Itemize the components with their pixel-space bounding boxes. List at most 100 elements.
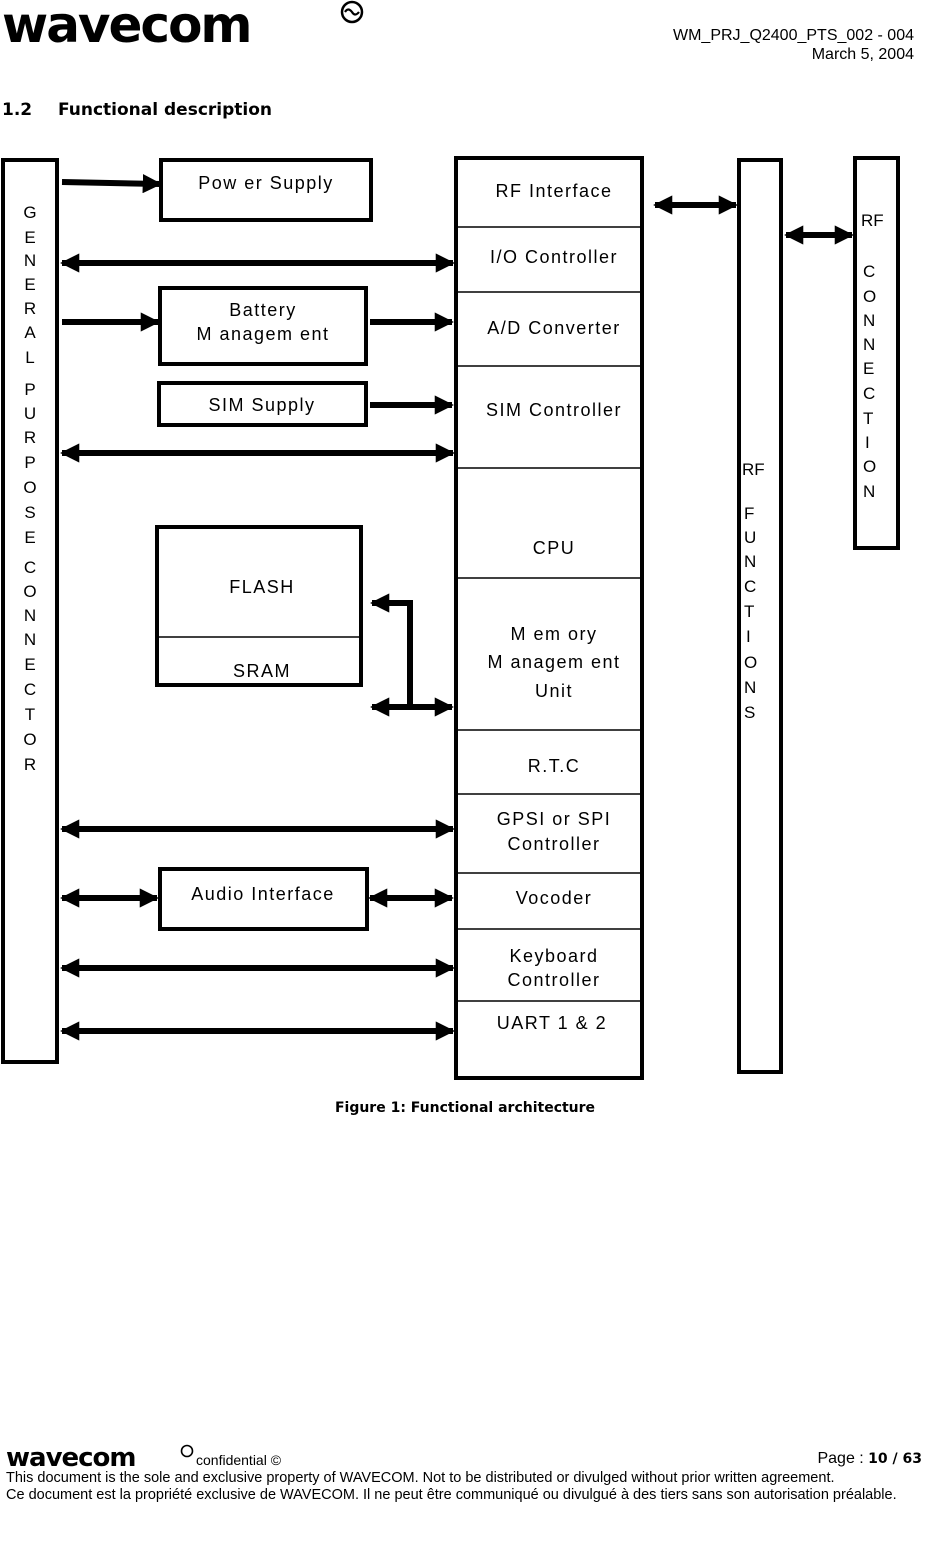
mmu-label: M anagem ent — [487, 652, 620, 672]
gpc-letter: C — [24, 558, 36, 577]
functional-architecture-diagram: G E N E R A L P U R P O S E C O N N E C … — [1, 156, 900, 1080]
audio-interface-box — [158, 867, 369, 931]
gpc-letter: R — [24, 428, 36, 447]
disclaimer-english: This document is the sole and exclusive … — [6, 1470, 835, 1486]
baseband-processor-column — [454, 156, 644, 1080]
wavecom-logo: wavecom — [2, 0, 372, 54]
gpc-letter: O — [23, 478, 36, 497]
rff-letter: I — [746, 627, 751, 646]
mmu-label: M em ory — [510, 624, 597, 644]
io-controller-label: I/O Controller — [490, 247, 618, 267]
rfc-letter: O — [863, 287, 876, 306]
rff-letter: C — [744, 577, 756, 596]
rff-letter: N — [744, 678, 756, 697]
logo-wordmark: wavecom — [2, 0, 251, 48]
gpc-letter: E — [24, 275, 35, 294]
section-title: Functional description — [58, 100, 273, 120]
rfc-letter: T — [863, 409, 873, 428]
audio-interface-label: Audio Interface — [191, 884, 335, 904]
rtc-label: R.T.C — [528, 756, 581, 776]
rf-connection-box — [853, 156, 900, 550]
gpc-letter: O — [23, 582, 36, 601]
sim-supply-box — [157, 381, 368, 427]
rff-letter: F — [744, 504, 754, 523]
rf-connection-label: RF C O N N E C T I O N — [861, 211, 884, 501]
rfc-letter: C — [863, 262, 875, 281]
uart-label: UART 1 & 2 — [497, 1013, 607, 1033]
gpc-letter: L — [25, 348, 34, 367]
gpc-letter: R — [24, 299, 36, 318]
ad-converter-label: A/D Converter — [487, 318, 621, 338]
general-purpose-connector-box — [1, 158, 59, 1064]
section-heading: 1.2 Functional description — [2, 100, 272, 120]
arrow-connector — [61, 174, 162, 194]
sim-supply-label: SIM Supply — [208, 395, 315, 415]
rfc-letter: N — [863, 311, 875, 330]
rff-head: RF — [742, 460, 765, 479]
gpc-letter: A — [24, 323, 36, 342]
rfc-letter: C — [863, 384, 875, 403]
gpsi-spi-label: Controller — [507, 834, 600, 854]
footer-logo: wavecom — [6, 1444, 194, 1468]
battery-management-label: Battery — [229, 300, 297, 320]
logo-swirl-icon — [340, 0, 364, 24]
page-number: 10 / 63 — [868, 1451, 922, 1467]
rfc-letter: I — [865, 433, 870, 452]
gpc-letter: U — [24, 404, 36, 423]
gpsi-spi-label: GPSI or SPI — [497, 809, 612, 829]
sim-controller-label: SIM Controller — [486, 400, 622, 420]
rff-letter: O — [744, 653, 757, 672]
gpc-letter: E — [24, 655, 35, 674]
gpc-letter: N — [24, 606, 36, 625]
gpc-letter: E — [24, 228, 35, 247]
keyboard-controller-label: Keyboard — [509, 946, 598, 966]
gpc-letter: C — [24, 680, 36, 699]
rff-letter: N — [744, 552, 756, 571]
power-supply-box — [159, 158, 373, 222]
gpc-letter: T — [25, 705, 35, 724]
power-supply-label: Pow er Supply — [198, 173, 334, 193]
rfc-letter: E — [863, 359, 874, 378]
battery-management-label: M anagem ent — [196, 324, 329, 344]
gpc-letter: N — [24, 630, 36, 649]
vocoder-label: Vocoder — [516, 888, 593, 908]
rfc-letter: N — [863, 482, 875, 501]
doc-date: March 5, 2004 — [811, 46, 914, 63]
rff-letter: T — [744, 602, 754, 621]
rf-functions-label: RF F U N C T I O N S — [742, 460, 765, 722]
page-footer: wavecom confidential © Page : 10 / 63 Th… — [6, 1444, 924, 1504]
rfc-letter: O — [863, 457, 876, 476]
page-label: Page : — [817, 1450, 869, 1467]
arrow-connector — [370, 593, 413, 717]
mmu-label: Unit — [535, 681, 573, 701]
gpc-letter: R — [24, 755, 36, 774]
document-reference: WM_PRJ_Q2400_PTS_002 - 004 March 5, 2004 — [673, 26, 914, 64]
gpc-letter: P — [24, 453, 35, 472]
figure-caption: Figure 1: Functional architecture — [334, 1100, 596, 1116]
rfc-head: RF — [861, 211, 884, 230]
footer-logo-swirl-icon — [180, 1444, 194, 1458]
sram-label: SRAM — [233, 661, 291, 681]
flash-sram-box — [155, 525, 363, 687]
flash-label: FLASH — [229, 577, 295, 597]
rf-functions-box — [737, 158, 783, 1074]
confidential-label: confidential © — [196, 1452, 282, 1468]
gpc-letter: O — [23, 730, 36, 749]
gpc-letter: S — [24, 503, 35, 522]
keyboard-controller-label: Controller — [507, 970, 600, 990]
gpc-letter: E — [24, 528, 35, 547]
footer-logo-wordmark: wavecom — [6, 1444, 136, 1468]
gpc-letter: P — [24, 380, 35, 399]
page-indicator: Page : 10 / 63 — [817, 1450, 922, 1468]
doc-ref-number: WM_PRJ_Q2400_PTS_002 - 004 — [672, 27, 914, 44]
section-number: 1.2 — [2, 100, 33, 120]
rfc-letter: N — [863, 335, 875, 354]
rff-letter: U — [744, 528, 756, 547]
gpc-letter: G — [23, 203, 36, 222]
general-purpose-connector-label: G E N E R A L P U R P O S E C O N N E C … — [23, 203, 36, 774]
gpc-letter: N — [24, 251, 36, 270]
rff-letter: S — [744, 703, 755, 722]
rf-interface-label: RF Interface — [495, 181, 612, 201]
battery-management-box — [158, 286, 368, 366]
cpu-label: CPU — [533, 538, 576, 558]
